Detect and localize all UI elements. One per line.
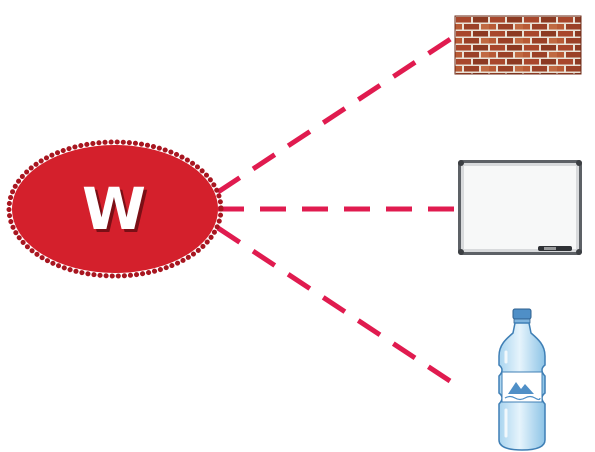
brick-wall-icon [455,16,581,74]
hub-letter: W [82,175,146,243]
connectors [218,38,455,381]
hub-node: W W [9,142,221,276]
whiteboard-icon [458,160,582,255]
connector-to-water-bottle [218,228,450,381]
water-bottle-icon [499,309,545,450]
connector-to-brick-wall [218,38,452,192]
